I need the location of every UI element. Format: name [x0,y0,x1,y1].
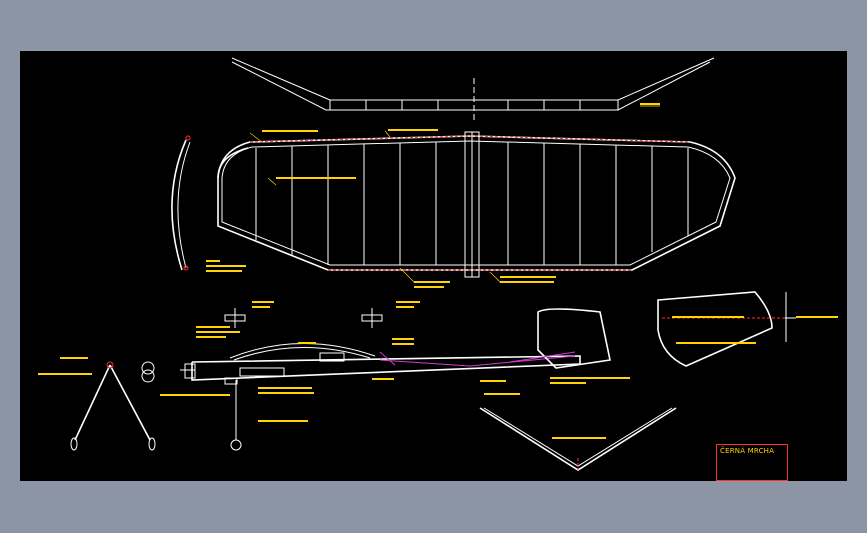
stabilizer-v-view [479,407,677,471]
landing-gear-front-view [38,357,156,451]
title-block: ČERNÁ MRCHA [716,444,788,481]
drawing-title: ČERNÁ MRCHA [720,447,775,455]
wing-tip-profile [171,135,246,272]
drawing-canvas [20,51,847,481]
wing-plan-view [217,131,736,278]
wing-front-view [231,57,715,120]
horizontal-stabilizer-plan [657,291,838,367]
detail-brackets [224,301,420,328]
wing-annotations [249,129,556,288]
fuselage-side-view [160,308,630,451]
